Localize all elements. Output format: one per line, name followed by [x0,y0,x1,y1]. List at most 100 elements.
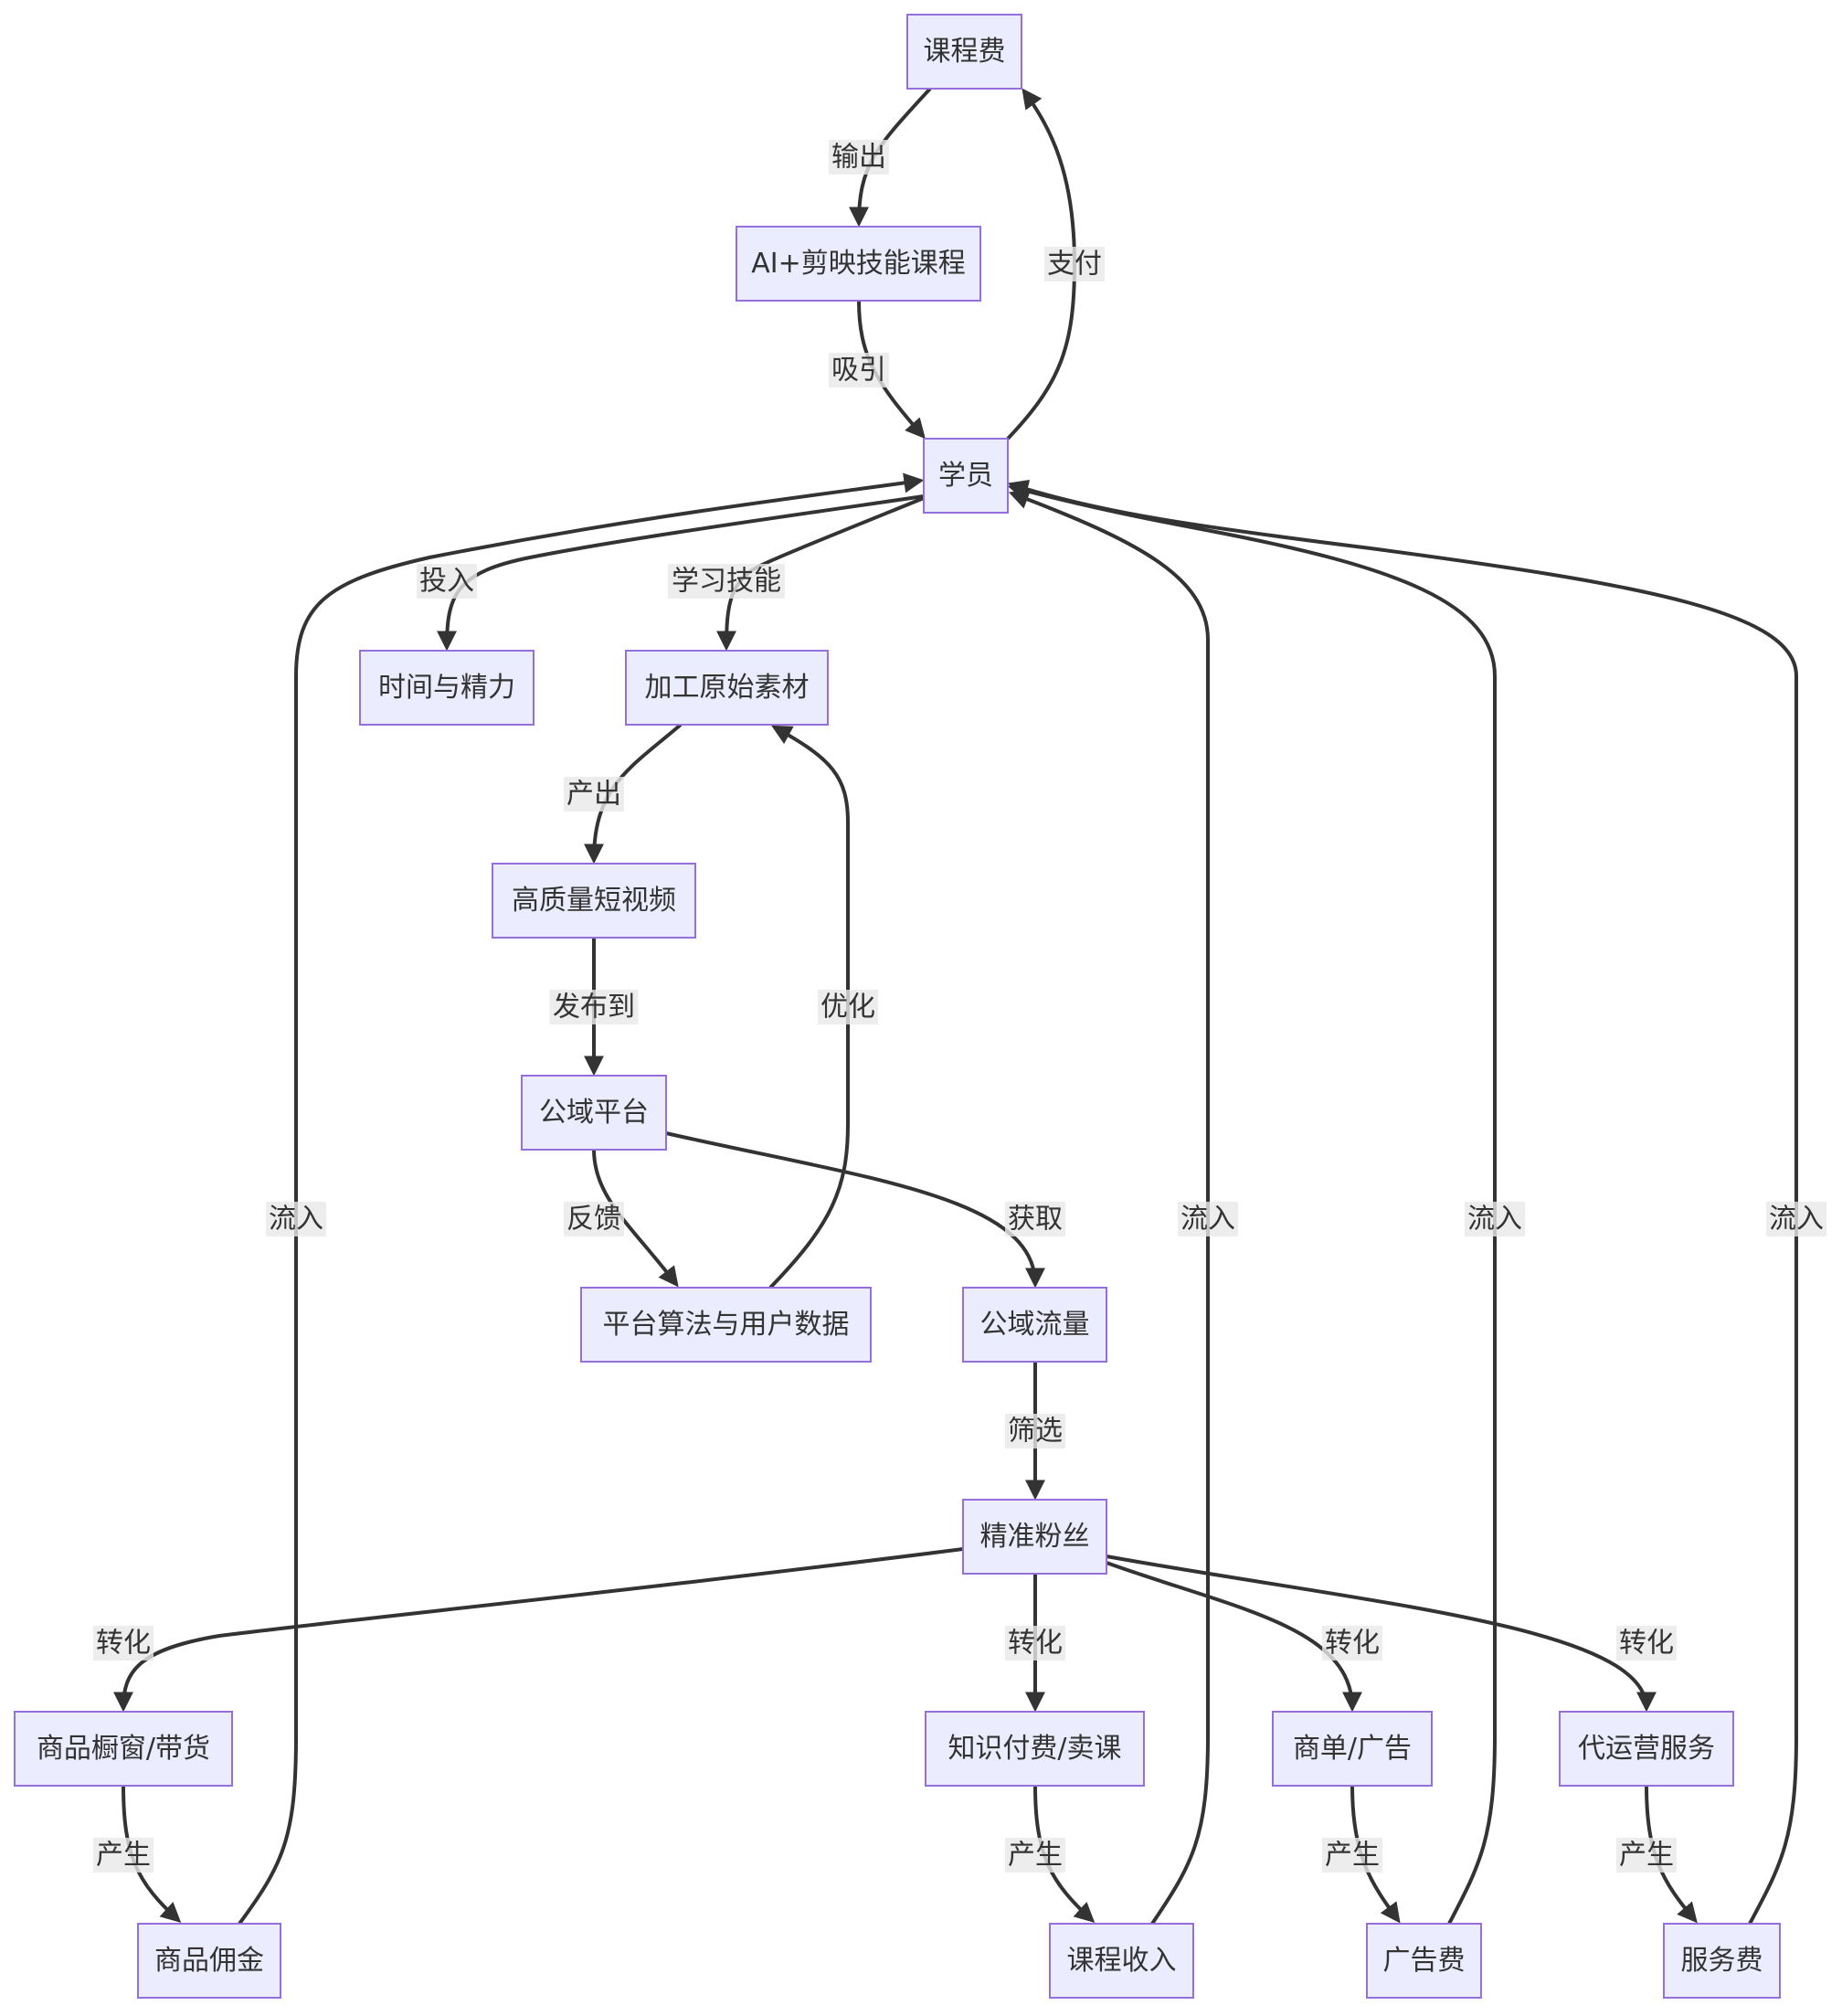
edge-label-text: 产出 [566,779,621,811]
edge-label-text: 转化 [96,1628,151,1660]
node-label: 知识付费/卖课 [947,1733,1121,1765]
node-label: 学员 [938,460,993,492]
node-box [1049,1923,1194,1999]
node-label: 平台算法与用户数据 [603,1309,850,1341]
node-box [359,650,535,726]
node-biz-ads: 商单/广告 [1272,1711,1433,1787]
edge-label-text: 支付 [1047,249,1102,281]
edge-label-e11: 筛选 [1005,1414,1065,1448]
node-hq-video: 高质量短视频 [492,863,696,939]
node-label: 商品橱窗/带货 [37,1733,210,1765]
edge-label-e3: 支付 [1044,247,1105,281]
edge-label-e13: 转化 [1005,1626,1065,1661]
edge-service-fee-to-student [1007,479,1798,1925]
node-box [925,1711,1145,1787]
node-label: 广告费 [1383,1945,1466,1977]
edge-label-e7: 发布到 [549,990,639,1024]
edge-label-text: 反馈 [566,1204,621,1236]
edge-label-e10: 获取 [1005,1202,1065,1236]
node-box [1559,1711,1734,1787]
edge-label-e5: 学习技能 [668,564,785,599]
edge-label-e20: 流入 [266,1202,326,1236]
edge-label-bg [1465,1202,1525,1236]
node-target-fans: 精准粉丝 [962,1499,1107,1575]
edge-label-e2: 吸引 [829,353,889,387]
node-box [923,438,1009,514]
edge-labels: 输出吸引支付投入学习技能产出发布到反馈优化获取筛选转化转化转化转化产生产生产生产… [93,140,1826,1873]
node-box [906,14,1022,90]
edge-label-bg [1616,1626,1677,1661]
edge-label-text: 产生 [1619,1840,1674,1872]
edge-label-e22: 流入 [1465,1202,1525,1236]
edge-label-bg [829,140,889,175]
edge-label-text: 转化 [1325,1628,1380,1660]
node-course-fee: 课程费 [906,14,1022,90]
node-label: 公域平台 [539,1097,649,1129]
node-box [580,1287,872,1363]
edge-label-text: 学习技能 [672,566,781,598]
edge-label-e6: 产出 [564,777,624,812]
edge-label-e16: 产生 [93,1838,154,1873]
edge-label-text: 发布到 [553,992,635,1024]
node-label: 精准粉丝 [980,1521,1090,1553]
node-ai-course: AI+剪映技能课程 [736,226,981,302]
edge-label-text: 投入 [419,566,474,598]
node-label: 加工原始素材 [645,672,810,704]
node-time-energy: 时间与精力 [359,650,535,726]
edge-label-bg [564,1202,624,1236]
node-agency-service: 代运营服务 [1559,1711,1734,1787]
node-public-platform: 公域平台 [521,1075,667,1151]
node-course-income: 课程收入 [1049,1923,1194,1999]
edge-label-e21: 流入 [1178,1202,1238,1236]
edge-label-bg [93,1626,154,1661]
edge-public-platform-to-public-traffic [665,1131,1045,1289]
edge-course-income-to-student [1008,489,1210,1926]
edge-label-bg [668,564,785,599]
edge-label-text: 产生 [1008,1840,1063,1872]
node-label: 时间与精力 [378,672,515,704]
edge-label-text: 产生 [1325,1840,1380,1872]
node-label: 代运营服务 [1578,1733,1715,1765]
edge-label-bg [1005,1838,1065,1873]
node-box [736,226,981,302]
edge-label-e14: 转化 [1322,1626,1382,1661]
node-box [492,863,696,939]
edge-label-e4: 投入 [417,564,477,599]
node-showcase: 商品橱窗/带货 [14,1711,233,1787]
edge-ad-fee-to-student [1007,481,1497,1925]
node-box [625,650,829,726]
node-service-fee: 服务费 [1663,1923,1781,1999]
edge-label-bg [1178,1202,1238,1236]
edge-label-e23: 流入 [1766,1202,1826,1236]
node-box [137,1923,281,1999]
edge-label-bg [564,777,624,812]
node-label: 课程费 [924,36,1006,68]
edge-label-e15: 转化 [1616,1626,1677,1661]
node-box [521,1075,667,1151]
node-raw-material: 加工原始素材 [625,650,829,726]
node-label: 商品佣金 [154,1945,264,1977]
edge-target-fans-to-biz-ads [1106,1561,1362,1713]
edge-label-e1: 输出 [829,140,889,175]
edge-label-e12: 转化 [93,1626,154,1661]
node-ad-fee: 广告费 [1366,1923,1482,1999]
edge-label-text: 获取 [1008,1204,1063,1236]
node-label: 商单/广告 [1293,1733,1412,1765]
node-label: 课程收入 [1067,1945,1177,1977]
node-label: 服务费 [1681,1945,1763,1977]
edge-label-bg [1005,1626,1065,1661]
edge-label-bg [1044,247,1105,281]
node-knowledge-paid: 知识付费/卖课 [925,1711,1145,1787]
edge-target-fans-to-showcase [113,1547,964,1713]
edge-label-text: 产生 [96,1840,151,1872]
edge-label-text: 筛选 [1008,1416,1063,1448]
edge-label-text: 流入 [1180,1204,1235,1236]
edges [113,87,1798,1926]
node-box [1663,1923,1781,1999]
node-commission: 商品佣金 [137,1923,281,1999]
edge-label-bg [417,564,477,599]
edge-label-text: 流入 [269,1204,323,1236]
edge-label-bg [1005,1414,1065,1448]
node-box [14,1711,233,1787]
